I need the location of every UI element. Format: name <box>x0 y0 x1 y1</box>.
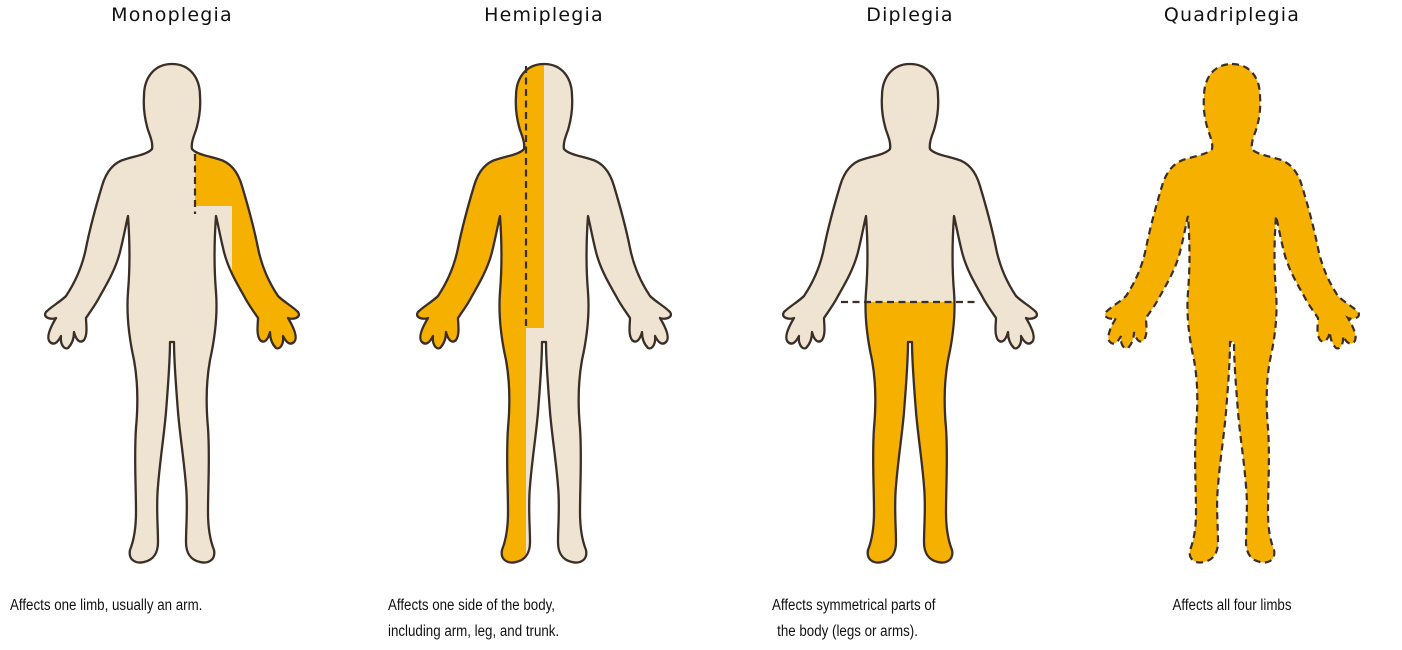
affected-region-whole-body <box>1105 64 1359 563</box>
body-figure-monoplegia <box>2 56 342 576</box>
panel-quadriplegia: Quadriplegia Affects all four limbs <box>1062 0 1402 650</box>
panel-title: Hemiplegia <box>374 4 714 26</box>
panel-caption: Affects all four limbs <box>1086 593 1378 619</box>
panel-caption: Affects one side of the body, including … <box>388 593 680 645</box>
panel-hemiplegia: Hemiplegia Affects one side of the body,… <box>374 0 714 650</box>
panel-title: Monoplegia <box>2 4 342 26</box>
affected-region-right-arm <box>172 151 342 406</box>
panel-title: Quadriplegia <box>1062 4 1402 26</box>
body-figure-diplegia <box>740 56 1080 576</box>
body-figure-hemiplegia <box>374 56 714 576</box>
panel-diplegia: Diplegia Affects symmetrical parts of th… <box>740 0 1080 650</box>
panel-monoplegia: Monoplegia Affects one limb, usually an … <box>2 0 342 650</box>
panel-title: Diplegia <box>740 4 1080 26</box>
panel-caption: Affects one limb, usually an arm. <box>10 593 302 619</box>
panel-caption: Affects symmetrical parts of the body (l… <box>772 593 1064 645</box>
body-figure-quadriplegia <box>1062 56 1402 576</box>
